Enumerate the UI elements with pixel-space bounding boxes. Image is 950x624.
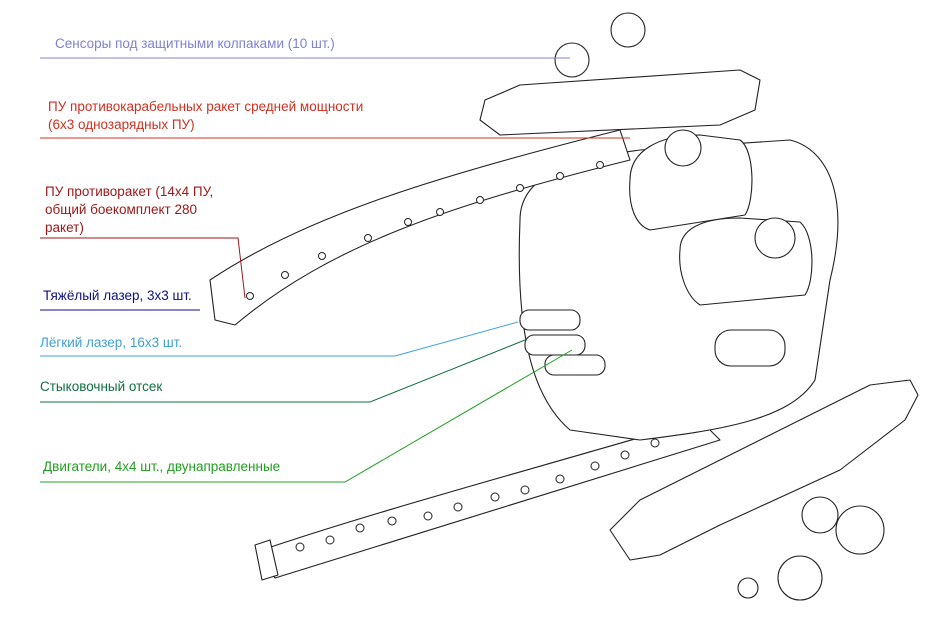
thruster-3 <box>544 354 606 376</box>
upper-arc-arm <box>209 129 631 326</box>
antimissile-label-line3: ракет) <box>45 220 84 235</box>
heavy-laser-label: Тяжёлый лазер, 3x3 шт. <box>43 288 192 303</box>
sensor-dome <box>737 577 759 599</box>
lower-right-pod <box>609 379 919 561</box>
sensor-dome <box>801 496 839 534</box>
sensor-dome <box>754 217 796 259</box>
antimissile-label-line1: ПУ противоракет (14x4 ПУ, <box>45 184 214 199</box>
upper-engine-block <box>629 134 753 231</box>
upper-launcher-block <box>479 69 761 136</box>
sensor-dome <box>664 129 702 167</box>
antiship-launchers-label: ПУ противокарабельных ракет средней мощн… <box>48 98 363 134</box>
thruster-2 <box>524 334 586 356</box>
sensors-label: Сенсоры под защитными колпаками (10 шт.) <box>55 36 335 51</box>
antiship-label-line1: ПУ противокарабельных ракет средней мощн… <box>48 99 364 114</box>
docking-bay-label: Стыковочный отсек <box>40 379 163 394</box>
antimissile-label-line2: общий боекомплект 280 <box>45 202 197 217</box>
light-laser-leader <box>40 321 519 357</box>
antiship-label-line2: (6x3 однозарядных ПУ) <box>48 117 195 132</box>
thruster-1 <box>519 309 581 331</box>
antimissile-launchers-label: ПУ противоракет (14x4 ПУ, общий боекомпл… <box>45 183 213 237</box>
sensor-dome <box>835 505 885 555</box>
docking-leader <box>40 339 526 403</box>
engine-nozzle <box>714 329 786 367</box>
sensor-dome <box>554 42 590 78</box>
engines-leader <box>40 349 573 483</box>
light-laser-label: Лёгкий лазер, 16x3 шт. <box>40 335 183 350</box>
engines-label: Двигатели, 4x4 шт., двунаправленные <box>43 459 281 474</box>
sensor-dome <box>777 555 823 601</box>
sensor-dome <box>610 12 646 48</box>
antimissile-leader <box>40 237 246 299</box>
